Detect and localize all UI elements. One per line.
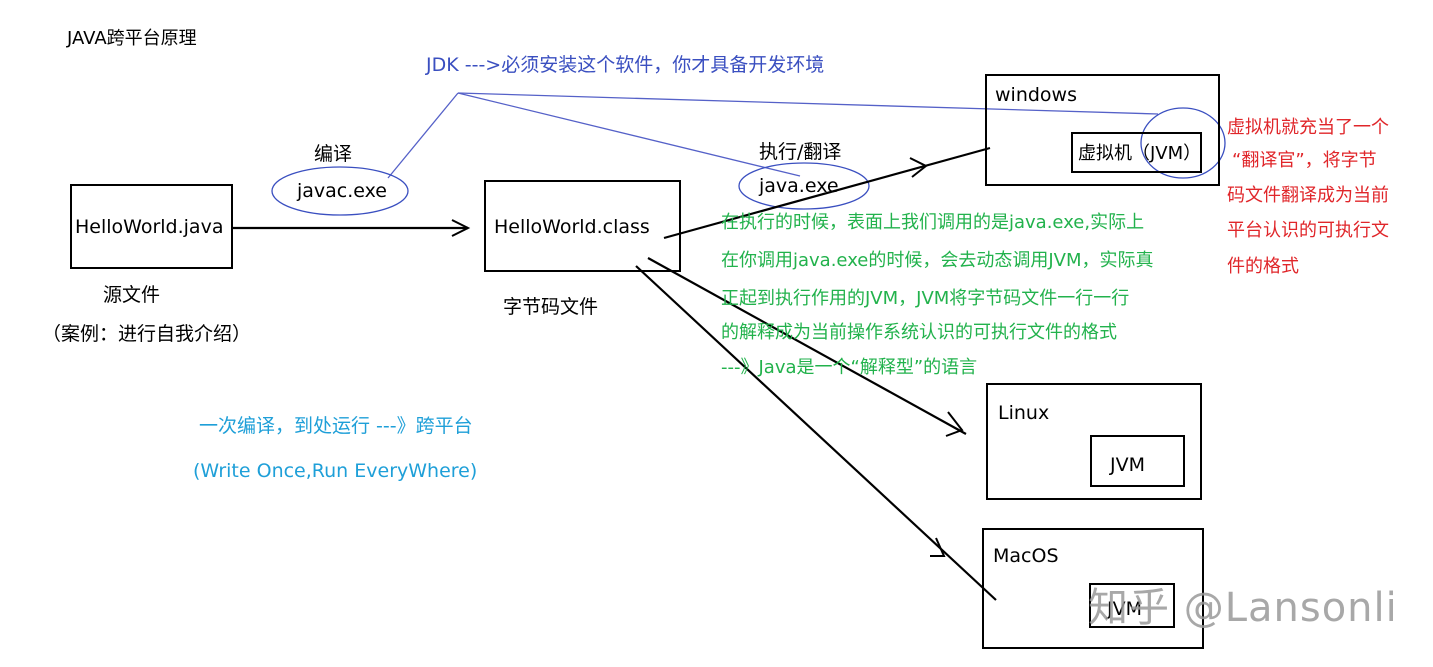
jvm-highlight-ellipse — [1140, 107, 1226, 179]
explanation-line-3: 正起到执行作用的JVM，JVM将字节码文件一行一行 — [721, 288, 1130, 309]
linux-label: Linux — [998, 402, 1050, 424]
vm-note-line-1: 虚拟机就充当了一个 — [1227, 117, 1389, 138]
linux-platform-box — [986, 383, 1202, 500]
jdk-to-java-line — [457, 92, 801, 177]
explanation-line-5: ---》Java是一个“解释型”的语言 — [721, 357, 978, 378]
arrow-to-macos — [635, 265, 997, 601]
linux-jvm-box — [1090, 435, 1185, 487]
arrow-to-macos-head — [930, 537, 946, 557]
bytecode-file-box — [484, 180, 681, 272]
source-caption: 源文件 — [103, 284, 161, 306]
jdk-to-jvm-line — [457, 92, 1159, 115]
windows-label: windows — [995, 84, 1077, 106]
windows-jvm-box — [1071, 132, 1202, 173]
jdk-to-javac-line — [387, 92, 459, 179]
macos-jvm-label: JVM — [1107, 598, 1142, 620]
source-file-box — [70, 184, 233, 269]
arrow-to-windows-head — [909, 157, 928, 178]
vm-note-line-5: 件的格式 — [1227, 256, 1299, 277]
slogan-line-1: 一次编译，到处运行 ---》跨平台 — [199, 415, 473, 437]
source-example: （案例：进行自我介绍） — [42, 323, 252, 345]
macos-label: MacOS — [993, 545, 1059, 567]
javac-tool-label: javac.exe — [297, 180, 387, 202]
windows-platform-box — [985, 74, 1220, 186]
diagram-title: JAVA跨平台原理 — [67, 28, 197, 49]
macos-platform-box — [982, 528, 1204, 649]
compile-arrow-head — [451, 219, 471, 237]
bytecode-file-label: HelloWorld.class — [494, 216, 650, 238]
macos-jvm-box — [1089, 583, 1175, 628]
explanation-line-4: 的解释成为当前操作系统认识的可执行文件的格式 — [721, 322, 1117, 343]
execute-label: 执行/翻译 — [759, 141, 842, 163]
bytecode-caption: 字节码文件 — [503, 296, 599, 318]
explanation-line-1: 在执行的时候，表面上我们调用的是java.exe,实际上 — [721, 212, 1145, 233]
java-exe-ellipse — [738, 162, 870, 210]
linux-jvm-label: JVM — [1110, 454, 1145, 476]
compile-label: 编译 — [314, 143, 353, 165]
source-file-label: HelloWorld.java — [75, 216, 224, 238]
jdk-note: JDK --->必须安装这个软件，你才具备开发环境 — [426, 54, 825, 76]
arrow-to-linux — [647, 257, 967, 435]
windows-jvm-label: 虚拟机（JVM） — [1078, 143, 1202, 164]
slogan-line-2: (Write Once,Run EveryWhere) — [193, 460, 478, 482]
vm-note-line-2: “翻译官”，将字节 — [1232, 150, 1377, 171]
java-tool-label: java.exe — [759, 175, 839, 197]
vm-note-line-4: 平台认识的可执行文 — [1227, 220, 1389, 241]
vm-note-line-3: 码文件翻译成为当前 — [1227, 185, 1389, 206]
watermark: 知乎 @Lansonli — [1088, 585, 1398, 631]
arrow-to-linux-head — [945, 411, 964, 437]
arrow-to-windows — [663, 146, 991, 240]
javac-ellipse — [271, 166, 409, 216]
explanation-line-2: 在你调用java.exe的时候，会去动态调用JVM，实际真 — [721, 250, 1154, 271]
